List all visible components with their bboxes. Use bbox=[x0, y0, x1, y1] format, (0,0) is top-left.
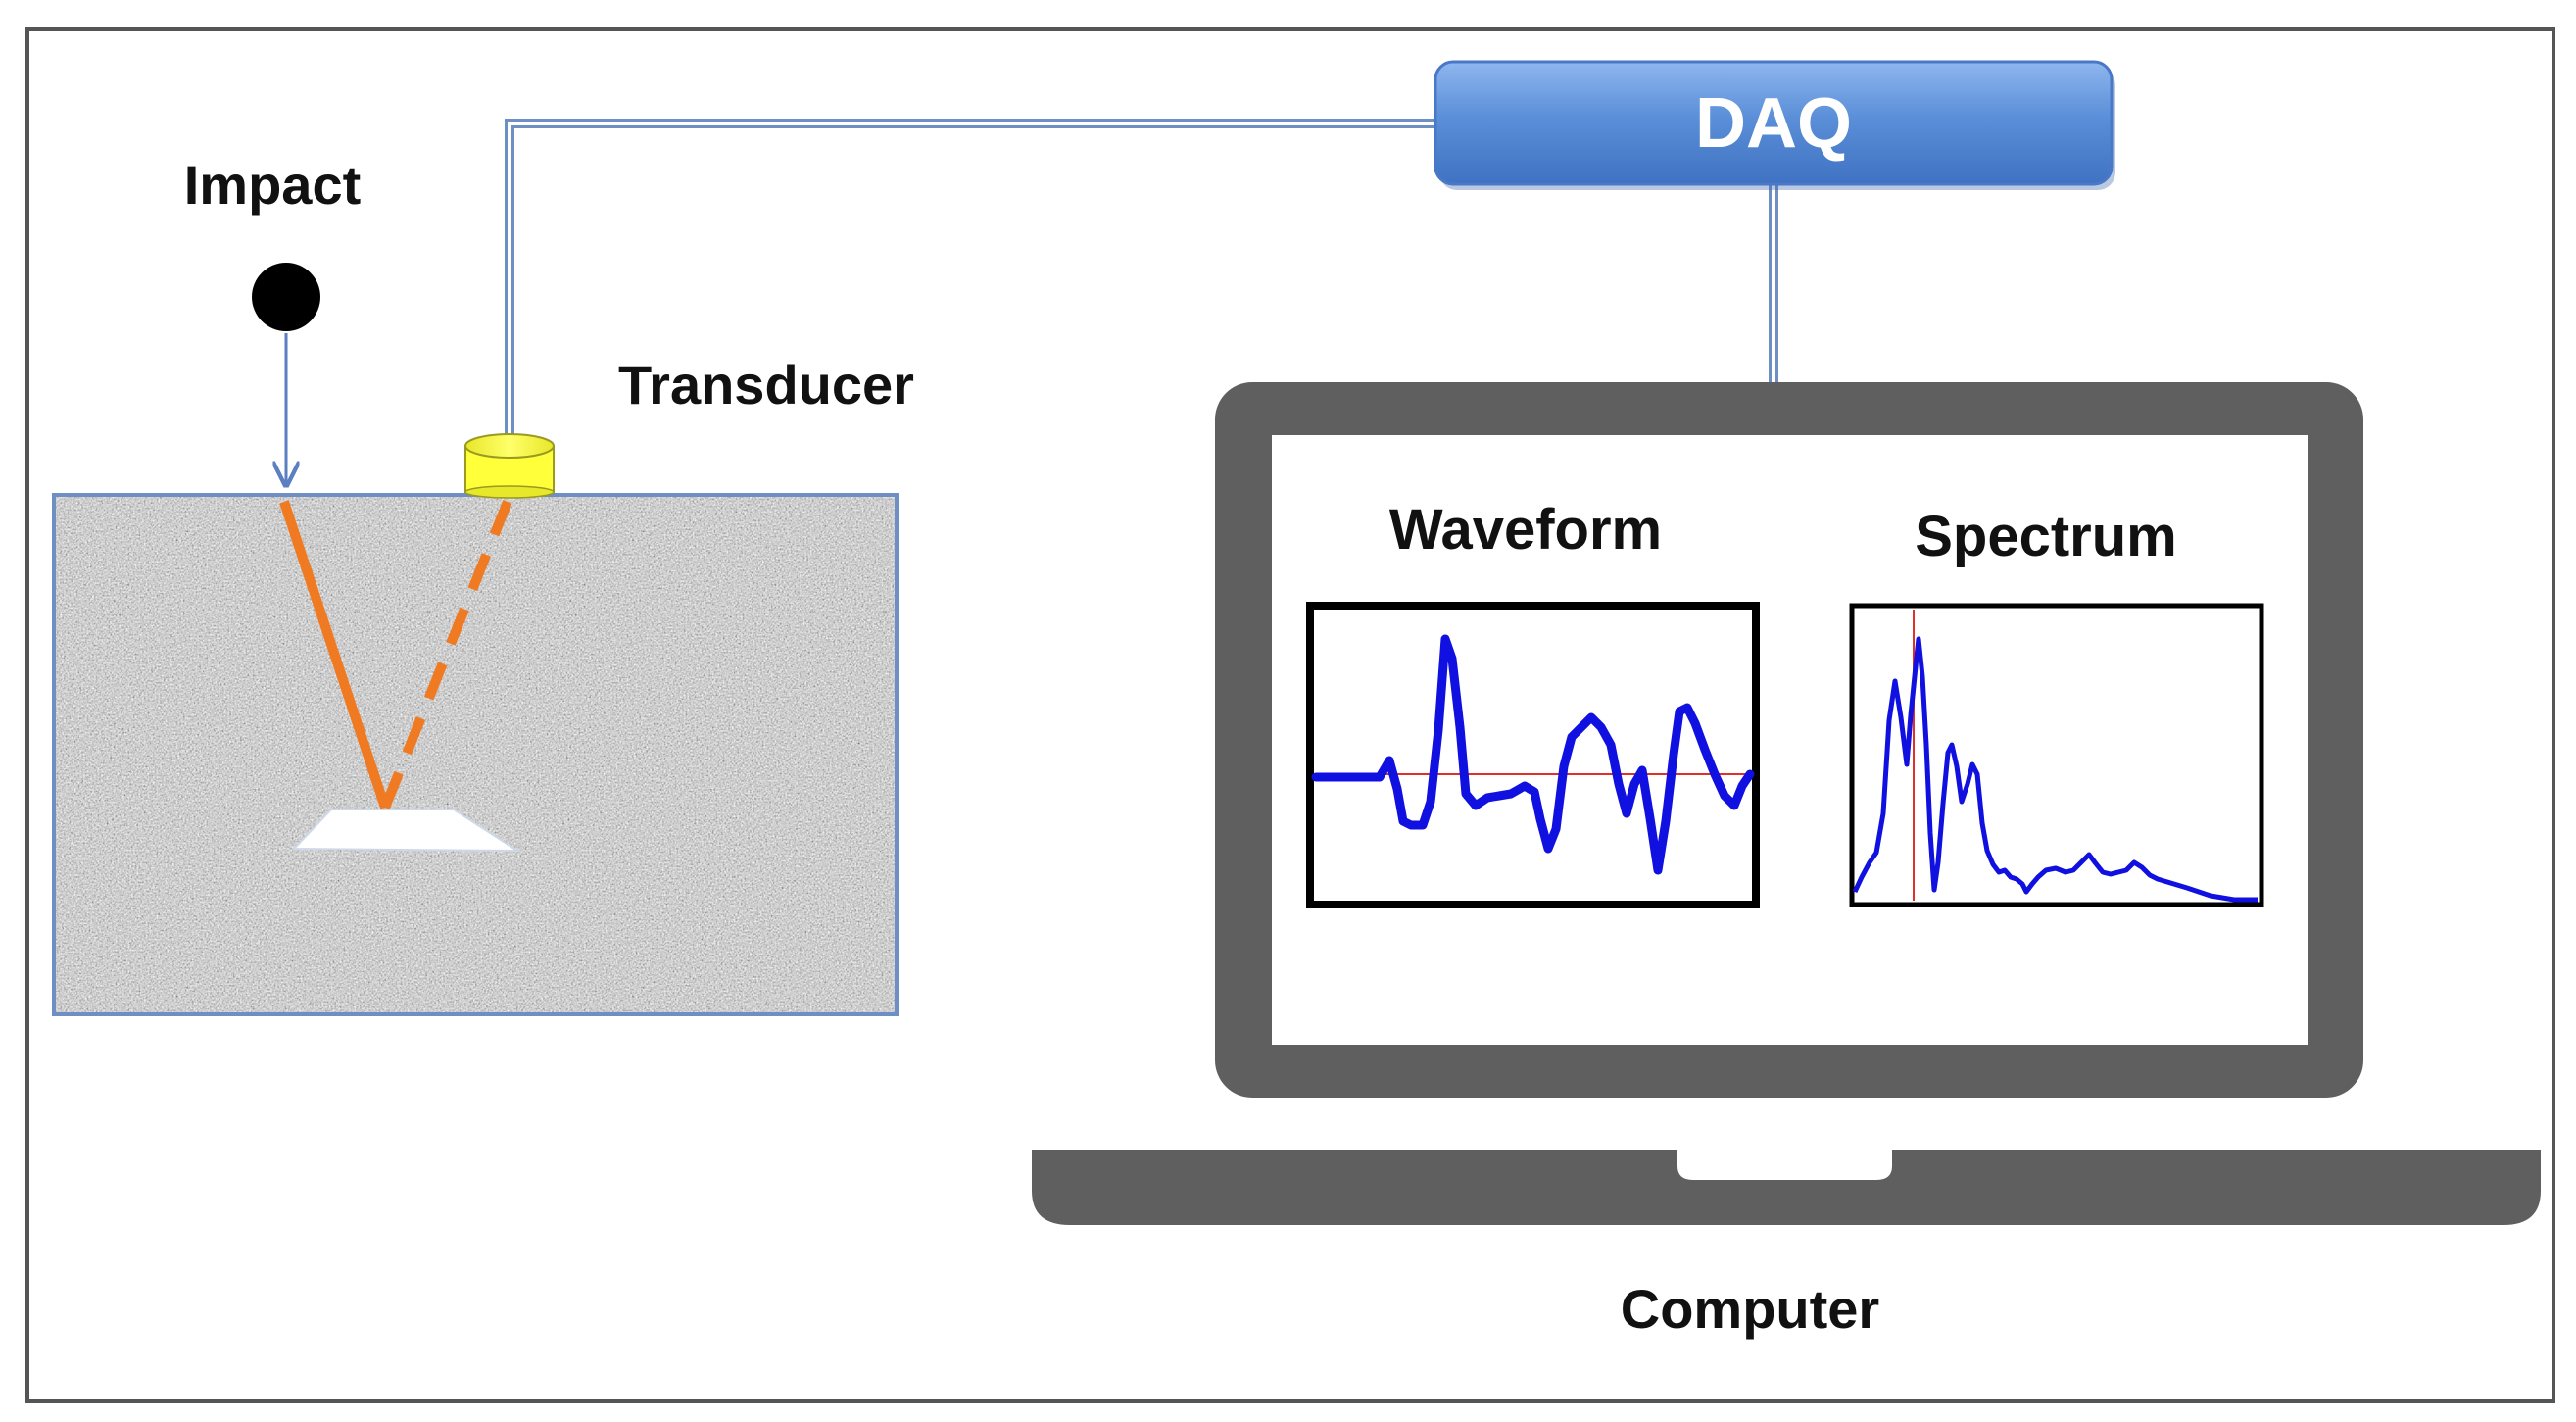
spectrum-plot bbox=[1849, 603, 2264, 907]
transducer-label: Transducer bbox=[618, 354, 914, 416]
computer-label: Computer bbox=[1621, 1278, 1879, 1340]
waveform-signal bbox=[1311, 634, 1755, 875]
internal-flaw bbox=[291, 809, 521, 853]
spectrum-signal bbox=[1852, 636, 2258, 903]
spectrum-title: Spectrum bbox=[1915, 505, 2177, 568]
waveform-plot bbox=[1306, 602, 1760, 908]
cylinder-transducer-icon bbox=[464, 433, 555, 499]
impact-label: Impact bbox=[184, 154, 362, 216]
laptop-base bbox=[1032, 1150, 2541, 1225]
black-ball-icon bbox=[252, 263, 320, 331]
daq-label: DAQ bbox=[1695, 84, 1852, 163]
daq-box[interactable]: DAQ bbox=[1434, 60, 2115, 190]
waveform-title: Waveform bbox=[1389, 498, 1662, 562]
incident-wave-ray bbox=[279, 500, 390, 809]
